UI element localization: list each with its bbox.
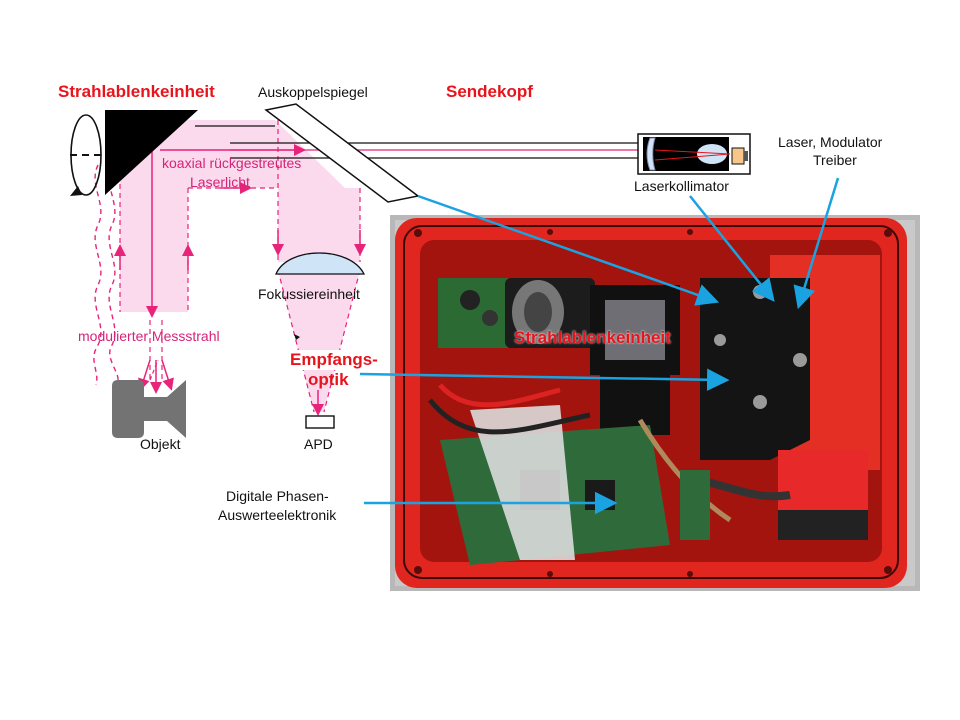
transmit-beam: [195, 125, 645, 159]
object-shape: [112, 380, 186, 438]
laser-driver-label-line2: Treiber: [813, 152, 857, 168]
apd-detector: [305, 415, 335, 429]
focusing-lens: [275, 252, 366, 275]
beam-unit-title: Strahlablenkeinheit: [58, 82, 215, 101]
receive-optics-title-line2: optik: [308, 370, 349, 389]
laser-collimator: [637, 133, 751, 175]
beam-unit-photo-label: Strahlablenkeinheit: [514, 328, 671, 347]
focusing-unit-label: Fokussiereinheit: [258, 286, 360, 302]
receive-optics-title-line1: Empfangs-: [290, 350, 378, 370]
modulated-beam-label: modulierter Messstrahl: [78, 328, 220, 344]
rotation-arrow-icon: [70, 114, 102, 196]
device-photo: [390, 215, 920, 591]
modulated-beam-waves: [93, 164, 119, 386]
laser-collimator-label: Laserkollimator: [634, 178, 729, 194]
deflection-mirror: [105, 110, 198, 195]
backscatter-region: [120, 120, 360, 412]
coaxial-label-line2: Laserlicht: [190, 174, 250, 190]
pointer-arrows: [359, 177, 840, 515]
laser-driver-label-line1: Laser, Modulator: [778, 134, 883, 150]
digital-electronics-label-line2: Auswerteelektronik: [218, 507, 337, 523]
object-label: Objekt: [140, 436, 181, 452]
coaxial-label-line1: koaxial rückgestreutes: [162, 155, 302, 171]
outcoupling-mirror-label: Auskoppelspiegel: [258, 84, 368, 100]
transmit-head-title: Sendekopf: [446, 82, 533, 101]
apd-label: APD: [304, 436, 333, 452]
digital-electronics-label-line1: Digitale Phasen-: [226, 488, 329, 504]
